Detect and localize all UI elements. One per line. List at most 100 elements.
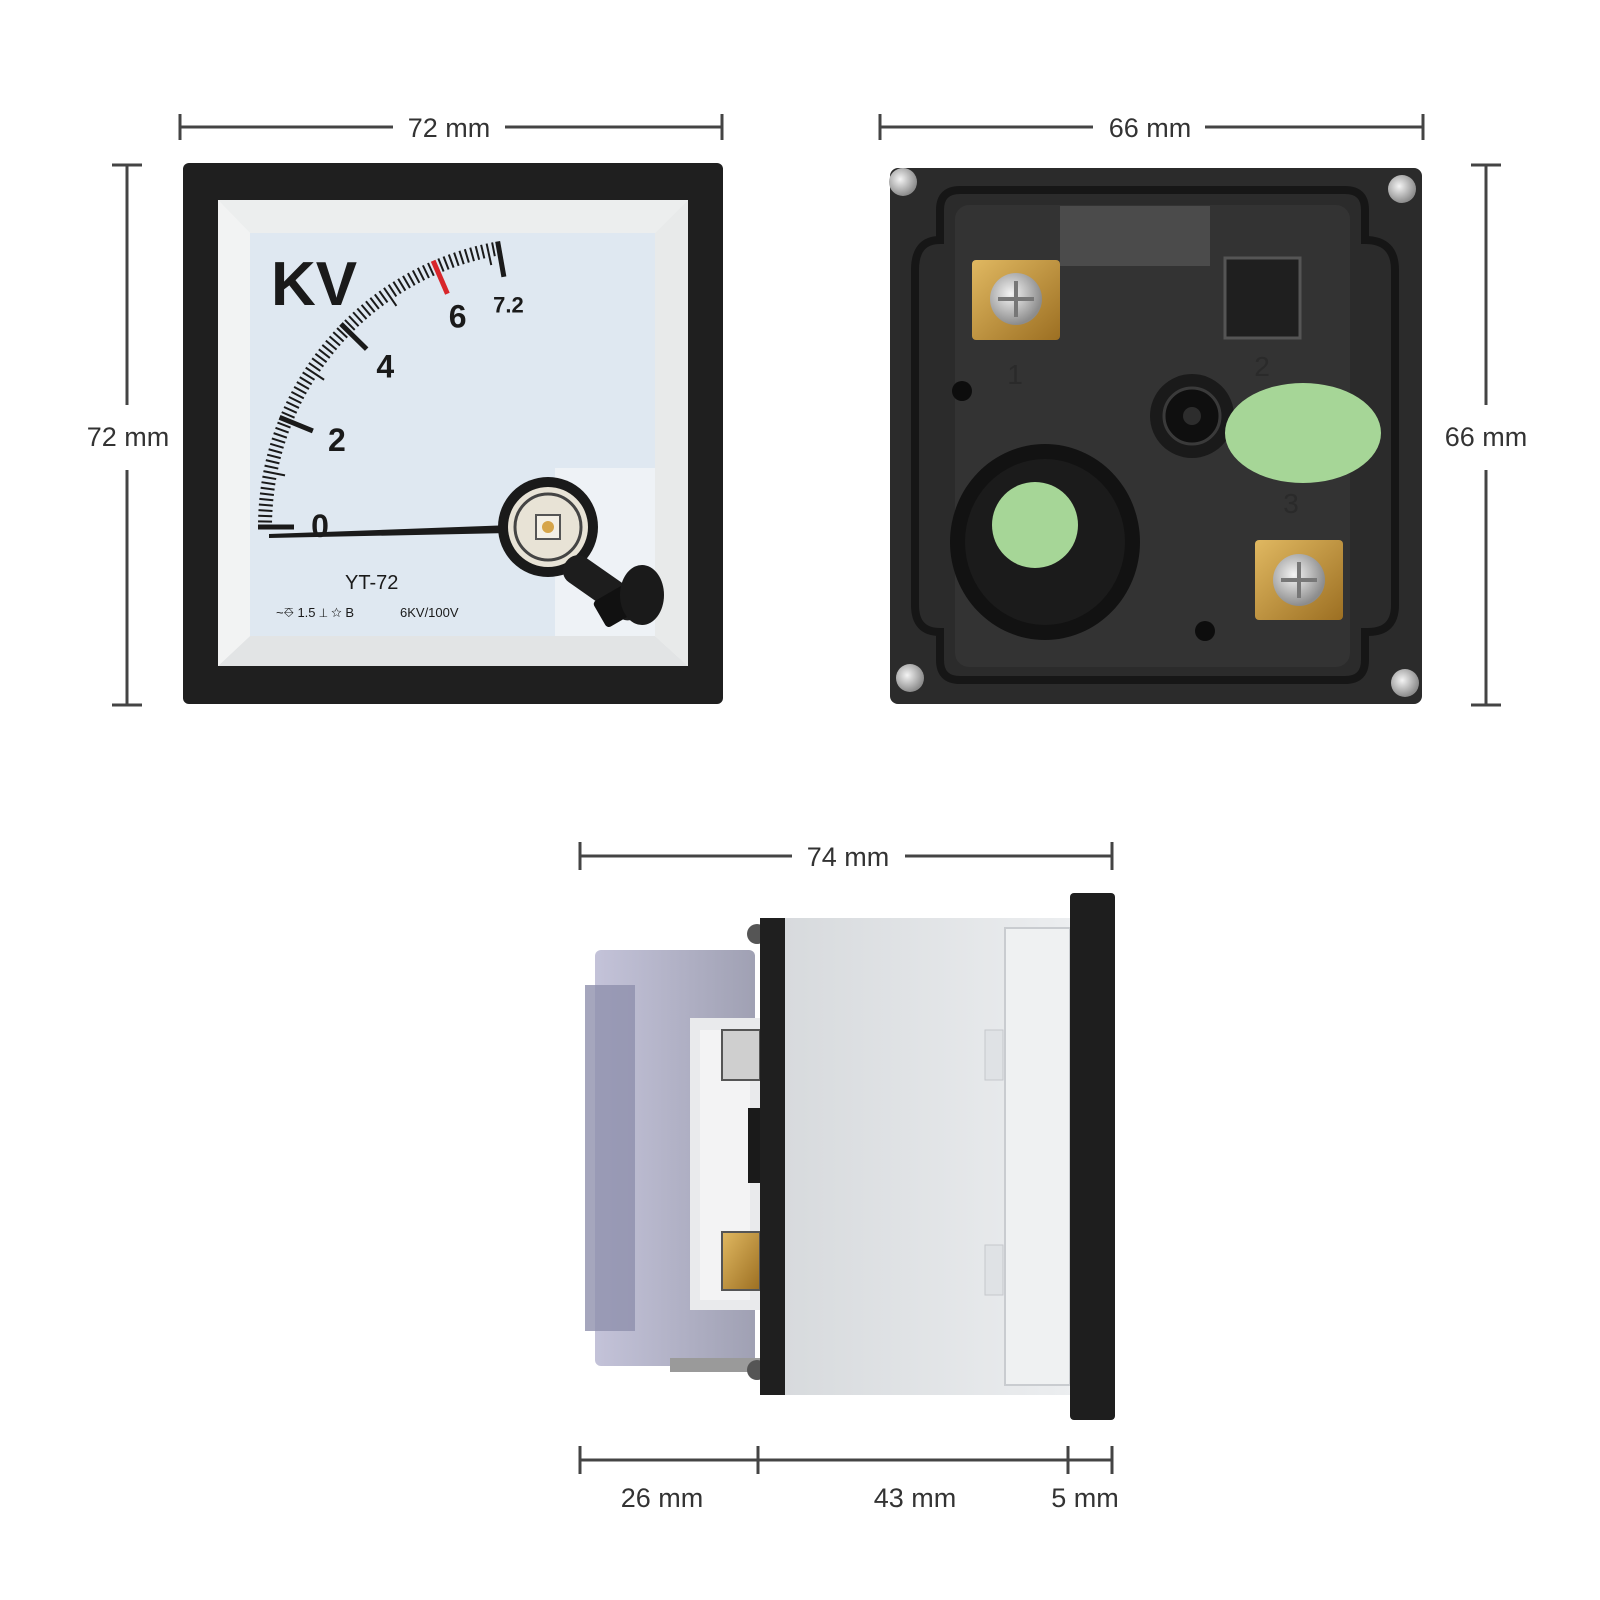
body-flange: [760, 918, 785, 1395]
scale-tick: [378, 290, 389, 304]
side-rear-label: 26 mm: [621, 1483, 704, 1513]
scale-label: 0: [311, 508, 329, 544]
unit-label: KV: [271, 250, 357, 319]
terminal-stud: [670, 924, 767, 1380]
scale-label: 2: [328, 422, 346, 458]
green-sticker: [992, 482, 1078, 568]
scale-tick: [328, 335, 341, 347]
front-width-dimension: 72 mm: [178, 113, 724, 143]
green-sticker: [1225, 383, 1381, 483]
terminal-3: [1255, 540, 1343, 620]
scale-tick: [332, 331, 345, 343]
scale-tick: [281, 411, 295, 419]
model-label: YT-72: [345, 572, 398, 594]
scale-tick: [442, 256, 450, 270]
scale-tick: [302, 371, 316, 381]
scale-tick: [263, 470, 286, 477]
front-bezel-side: [1070, 893, 1115, 1420]
front-height-label: 72 mm: [87, 422, 170, 452]
front-height-dimension: 72 mm: [87, 163, 170, 707]
scale-tick: [480, 244, 486, 259]
scale-tick: [260, 486, 275, 491]
scale-tick: [392, 281, 402, 295]
terminal-label-2: 2: [1254, 351, 1270, 382]
scale-tick: [314, 353, 328, 363]
scale-tick: [374, 293, 384, 307]
scale-tick: [278, 415, 314, 434]
mounting-hole: [1195, 621, 1215, 641]
scale-tick: [344, 319, 356, 331]
scale-tick: [421, 264, 430, 279]
scale-tick: [311, 357, 325, 368]
scale-ticks: [258, 240, 507, 530]
accuracy-symbols: ~⎑ 1.5 ⊥ ☆ B: [276, 605, 354, 620]
corner-screw: [889, 168, 1419, 697]
terminal-label-1: 1: [1007, 359, 1023, 390]
scale-tick: [458, 250, 465, 265]
terminal-1: [972, 260, 1060, 340]
scale-tick: [269, 442, 284, 449]
side-part-dimensions: 26 mm 43 mm 5 mm: [578, 1446, 1119, 1513]
scale-tick: [352, 311, 364, 324]
scale-tick: [447, 254, 455, 268]
mounting-hole: [952, 381, 972, 401]
back-width-label: 66 mm: [1109, 113, 1192, 143]
side-view: 74 mm 26 mm: [578, 842, 1119, 1513]
scale-tick: [495, 240, 507, 278]
scale-tick: [273, 432, 288, 439]
scale-tick: [259, 492, 274, 496]
scale-tick: [308, 362, 321, 372]
scale-tick: [485, 243, 493, 266]
scale-tick: [266, 453, 281, 460]
pivot-mechanism: [498, 477, 664, 628]
scale-tick: [325, 339, 338, 351]
scale-tick: [296, 381, 310, 390]
scale-tick: [411, 269, 421, 284]
scale-tick: [321, 344, 334, 355]
zero-adjust-knob: [1150, 374, 1234, 458]
side-body-label: 43 mm: [874, 1483, 957, 1513]
scale-tick: [427, 262, 435, 277]
scale-tick: [416, 267, 426, 281]
scale-tick: [402, 275, 411, 289]
scale-tick: [299, 376, 313, 386]
scale-tick: [387, 284, 398, 297]
back-view: 66 mm 66 mm 1: [878, 113, 1528, 707]
front-width-label: 72 mm: [408, 113, 491, 143]
scale-tick: [258, 503, 273, 507]
back-height-label: 66 mm: [1445, 422, 1528, 452]
scale-tick: [463, 248, 470, 263]
scale-tick: [271, 437, 286, 444]
scale-tick: [491, 242, 496, 257]
scale-tick: [261, 481, 276, 486]
rear-dome: [950, 444, 1140, 640]
scale-tick: [262, 475, 277, 481]
scale-tick: [469, 247, 475, 262]
back-height-dimension: 66 mm: [1445, 163, 1528, 707]
scale-tick: [285, 400, 300, 409]
scale-tick: [360, 304, 372, 317]
scale-label: 7.2: [493, 292, 524, 317]
scale-tick: [437, 258, 445, 272]
scale-tick: [275, 426, 289, 434]
rating-label: 6KV/100V: [400, 605, 459, 620]
scale-tick: [336, 327, 348, 339]
meter-needle: [269, 525, 512, 538]
scale-tick: [474, 245, 481, 260]
scale-label: 6: [449, 299, 467, 335]
scale-tick: [268, 448, 283, 454]
scale-tick: [288, 395, 302, 405]
square-socket: [1223, 256, 1302, 340]
side-total-label: 74 mm: [807, 842, 890, 872]
scale-tick: [305, 366, 325, 381]
label-plate: [1060, 206, 1210, 266]
scale-tick: [318, 348, 331, 359]
scale-tick: [258, 509, 273, 512]
side-bezel-label: 5 mm: [1051, 1483, 1119, 1513]
scale-tick: [365, 300, 376, 313]
scale-tick: [453, 252, 460, 267]
scale-tick: [430, 259, 450, 295]
scale-tick: [369, 297, 380, 310]
